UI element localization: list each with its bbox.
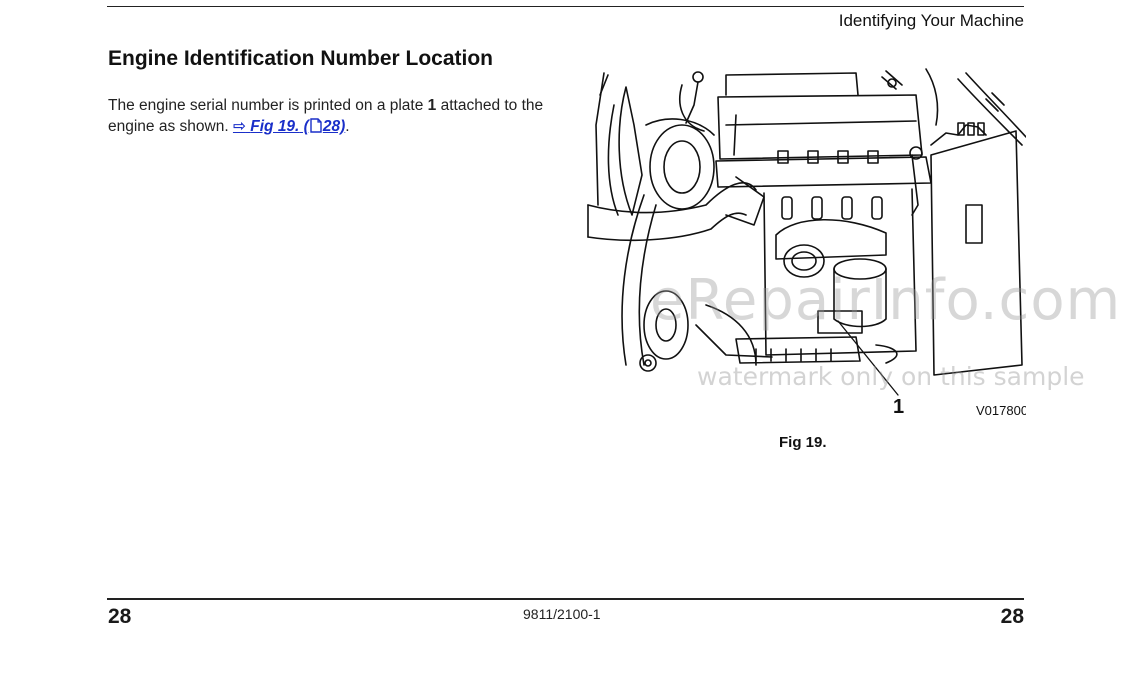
page-number-right: 28 [1000, 605, 1024, 628]
figure-reference-code: V017800 [976, 403, 1026, 418]
callout-reference: 1 [427, 97, 437, 114]
figure-cross-reference-link[interactable]: ⇨ Fig 19. (28) [233, 118, 345, 135]
para-text-2: attached to the engine as shown. [108, 97, 544, 135]
arrow-right-icon: ⇨ [232, 118, 246, 135]
callout-number: 1 [893, 396, 904, 418]
document-code: 9811/2100-1 [523, 606, 601, 622]
xref-label: Fig 19. [250, 118, 300, 135]
running-header: Identifying Your Machine [838, 11, 1024, 30]
xref-page-number: 28) [322, 118, 346, 135]
page-icon [310, 118, 322, 133]
xref-paren: ( [299, 118, 309, 135]
watermark-logo-text: eRepairInfo.com [650, 268, 1122, 333]
section-title: Engine Identification Number Location [108, 47, 494, 70]
body-paragraph: The engine serial number is printed on a… [108, 95, 568, 137]
engine-illustration: 1 V017800 [586, 65, 1026, 425]
header-rule [107, 6, 1024, 7]
watermark-sample-text: watermark only on this sample [697, 362, 1085, 391]
page-number-left: 28 [108, 605, 132, 628]
footer-rule [107, 598, 1024, 600]
para-end: . [345, 118, 350, 135]
figure-caption: Fig 19. [779, 434, 827, 451]
para-text-1: The engine serial number is printed on a… [108, 97, 428, 114]
